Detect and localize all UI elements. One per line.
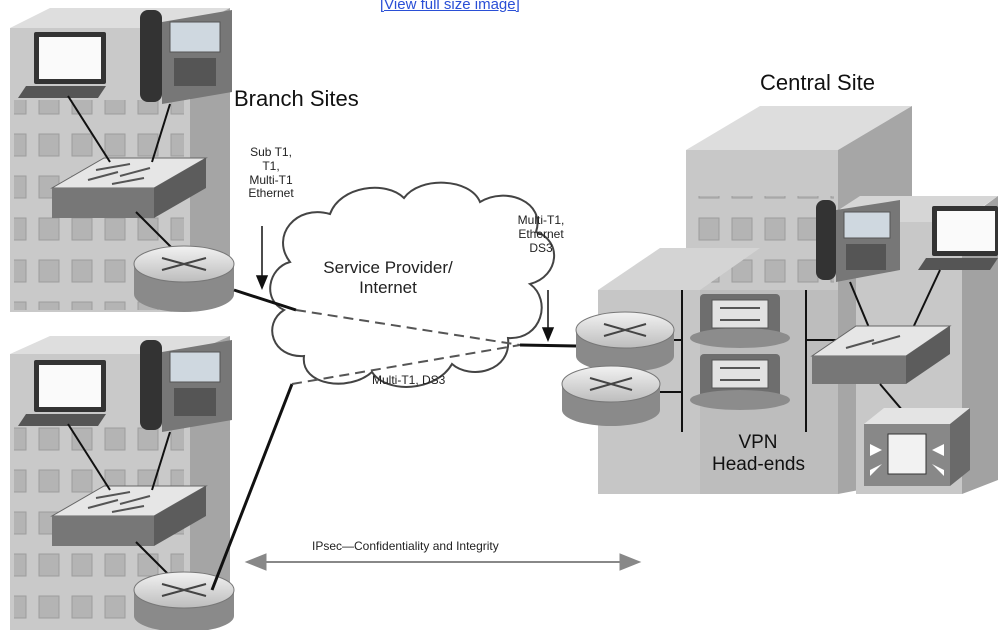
pbx-icon	[864, 408, 970, 486]
vpn-concentrator-icon	[690, 294, 790, 348]
branch-sites-label: Branch Sites	[234, 86, 359, 111]
central-link-types: Multi-T1, Ethernet DS3	[517, 213, 565, 255]
vpn-headends-label: VPN Head-ends	[712, 432, 805, 475]
view-full-size-link[interactable]: [View full size image]	[380, 0, 520, 13]
ip-phone-icon	[816, 200, 900, 282]
lower-link-label: Multi-T1, DS3	[372, 373, 446, 387]
cloud-label: Service Provider/ Internet	[323, 258, 453, 297]
router-icon	[561, 365, 661, 426]
ip-phone-icon	[140, 10, 232, 104]
vpn-concentrator-icon	[690, 354, 790, 410]
ipsec-label: IPsec—Confidentiality and Integrity	[312, 539, 499, 553]
switch-icon	[50, 485, 208, 546]
laptop-icon	[918, 206, 998, 270]
router-icon	[133, 571, 235, 630]
ip-phone-icon	[140, 340, 232, 432]
laptop-icon	[18, 32, 106, 98]
laptop-icon	[18, 360, 106, 426]
switch-icon	[810, 325, 952, 384]
router-icon	[575, 311, 675, 372]
switch-icon	[50, 157, 208, 218]
central-site-label: Central Site	[760, 70, 875, 95]
cloud-icon	[269, 181, 555, 388]
ipsec-arrow	[244, 553, 642, 571]
router-icon	[133, 245, 235, 312]
branch-link-types: Sub T1, T1, Multi-T1 Ethernet	[248, 145, 294, 201]
